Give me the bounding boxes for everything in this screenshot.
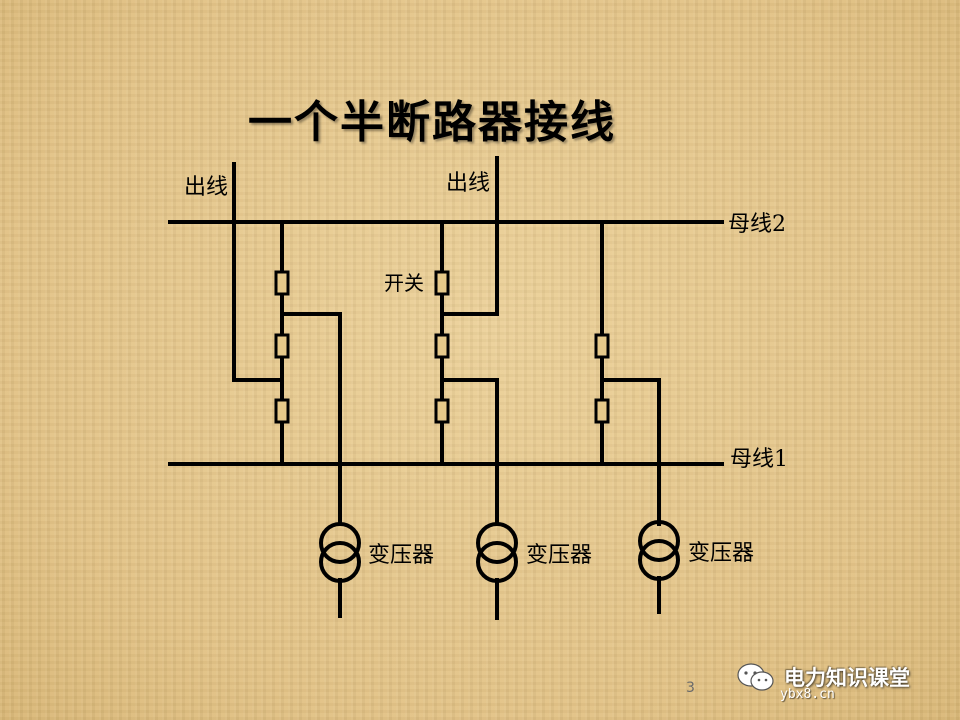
breaker-1-middle [274, 333, 290, 359]
label-transformer-1: 变压器 [368, 543, 434, 568]
label-bus-2: 母线2 [728, 212, 786, 237]
tap-string-3 [600, 378, 661, 466]
label-outgoing-line-left: 出线 [184, 175, 228, 200]
transformer-1-symbol [319, 522, 361, 583]
label-switch: 开关 [384, 271, 424, 295]
watermark-name: 电力知识课堂 [784, 666, 910, 690]
breaker-1-upper [274, 270, 290, 296]
wechat-icon [737, 663, 774, 691]
breaker-2-upper [434, 270, 450, 296]
outgoing-line-left [232, 162, 284, 382]
transformer-3-symbol [638, 520, 680, 581]
breaker-3-lower [594, 398, 610, 424]
watermark-site: ybx8.cn [780, 687, 835, 702]
breaker-2-lower [434, 398, 450, 424]
tap-string-2 [440, 378, 499, 466]
tap-string-1 [280, 312, 342, 466]
transformer-2-symbol [476, 522, 518, 583]
breaker-2-middle [434, 333, 450, 359]
label-transformer-3: 变压器 [688, 541, 754, 566]
page-number: 3 [686, 680, 695, 696]
label-bus-1: 母线1 [730, 447, 788, 472]
slide-title: 一个半断路器接线 [248, 97, 616, 148]
breaker-3-upper [594, 333, 610, 359]
label-transformer-2: 变压器 [526, 543, 592, 568]
label-outgoing-line-right: 出线 [446, 171, 490, 196]
outgoing-line-right [440, 156, 499, 316]
watermark: 电力知识课堂 ybx8.cn [736, 660, 946, 708]
breaker-1-lower [274, 398, 290, 424]
